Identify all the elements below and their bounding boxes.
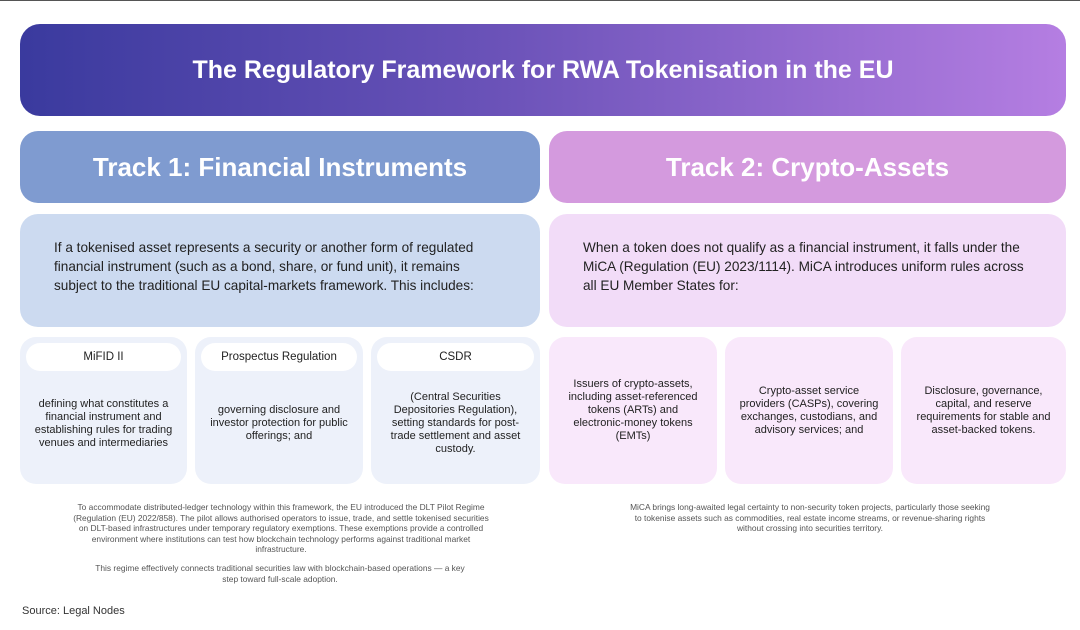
- top-border: [0, 0, 1080, 1]
- card-mifid: MiFID II defining what constitutes a fin…: [20, 337, 187, 484]
- card-csdr: CSDR (Central Securities Depositories Re…: [371, 337, 540, 484]
- track2-note: MiCA brings long-awaited legal certainty…: [630, 502, 990, 534]
- card-label: CSDR: [377, 343, 534, 371]
- card-disclosure: Disclosure, governance, capital, and res…: [901, 337, 1066, 484]
- track2-header: Track 2: Crypto-Assets: [549, 131, 1066, 203]
- card-label: MiFID II: [26, 343, 181, 371]
- track2-intro: When a token does not qualify as a finan…: [549, 214, 1066, 327]
- source-credit: Source: Legal Nodes: [22, 605, 125, 617]
- page-title: The Regulatory Framework for RWA Tokenis…: [20, 24, 1066, 116]
- track1-note-2: This regime effectively connects traditi…: [95, 563, 465, 584]
- card-text: Issuers of crypto-assets, including asse…: [568, 378, 698, 442]
- track1-header: Track 1: Financial Instruments: [20, 131, 540, 203]
- card-text: (Central Securities Depositories Regulat…: [390, 391, 521, 455]
- card-text: Crypto-asset service providers (CASPs), …: [739, 384, 879, 436]
- track1-note: To accommodate distributed-ledger techno…: [73, 502, 489, 555]
- card-text: Disclosure, governance, capital, and res…: [916, 384, 1051, 436]
- card-issuers: Issuers of crypto-assets, including asse…: [549, 337, 717, 484]
- card-text: defining what constitutes a financial in…: [34, 397, 173, 449]
- track1-intro: If a tokenised asset represents a securi…: [20, 214, 540, 327]
- card-text: governing disclosure and investor protec…: [210, 404, 348, 442]
- card-casps: Crypto-asset service providers (CASPs), …: [725, 337, 893, 484]
- card-prospectus: Prospectus Regulation governing disclosu…: [195, 337, 363, 484]
- card-label: Prospectus Regulation: [201, 343, 357, 371]
